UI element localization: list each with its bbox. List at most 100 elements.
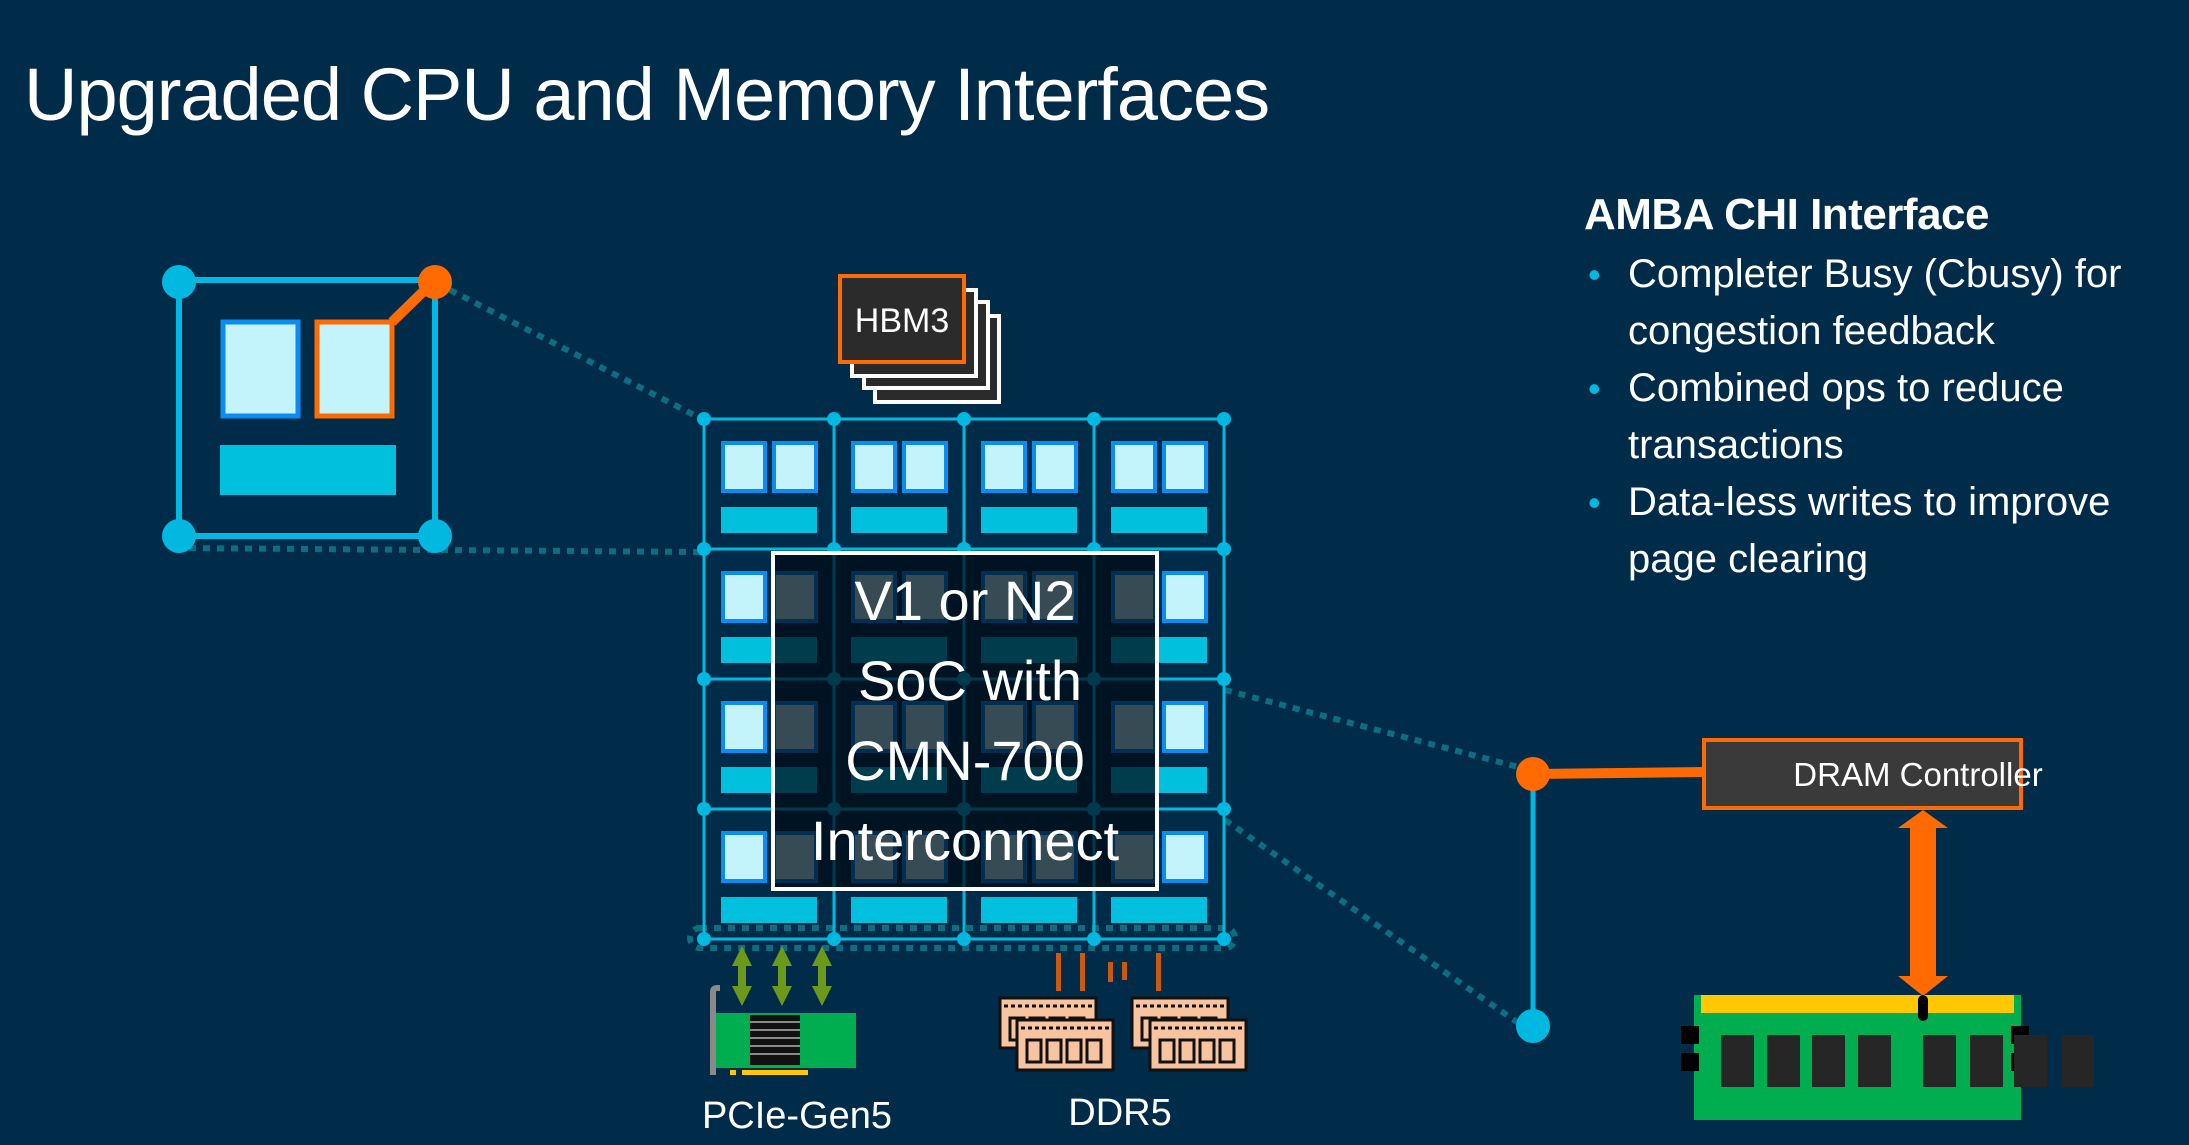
cache-block: [981, 897, 1077, 923]
core-block: [851, 441, 897, 493]
core-block: [981, 441, 1027, 493]
ddr5-icon: DDR5: [998, 953, 1248, 1134]
mesh-node: [162, 519, 196, 553]
mesh-node: [162, 265, 196, 299]
cache-block: [851, 507, 947, 533]
soc-label-line: Interconnect: [811, 809, 1120, 872]
feature-text: Data-less writes to improve page clearin…: [1628, 480, 2111, 581]
mesh-node: [827, 932, 841, 946]
magnified-tile: [162, 265, 452, 553]
connector-line: [1223, 817, 1542, 1041]
mesh-node: [697, 802, 711, 816]
core-block: [1162, 701, 1208, 753]
mesh-node: [1217, 672, 1231, 686]
dram-chip: [2014, 1035, 2047, 1087]
cache-block: [1111, 507, 1207, 533]
mesh-node-highlighted: [1516, 757, 1550, 791]
feature-text: Completer Busy (Cbusy) for congestion fe…: [1628, 252, 2122, 353]
amba-chi-panel: AMBA CHI Interface • Completer Busy (Cbus…: [1584, 190, 2184, 588]
soc-overlay: V1 or N2 SoC with CMN-700 Interconnect: [771, 551, 1159, 891]
mesh-node: [1087, 932, 1101, 946]
connector-line: [1224, 687, 1523, 771]
mesh-node: [827, 412, 841, 426]
dram-controller-section: DRAM Controller: [1516, 738, 2094, 1120]
dram-chip: [1812, 1035, 1845, 1087]
pcie-label: PCIe-Gen5: [702, 1095, 892, 1137]
dimm-icon: [1015, 1018, 1115, 1072]
mesh-node: [1217, 542, 1231, 556]
core-block: [721, 701, 767, 753]
mesh-node: [697, 542, 711, 556]
bullet-icon: •: [1588, 254, 1601, 295]
feature-list: • Completer Busy (Cbusy) for congestion f…: [1584, 246, 2184, 588]
dram-chip: [1923, 1035, 1956, 1087]
bullet-icon: •: [1588, 482, 1601, 523]
core-block: [1111, 441, 1157, 493]
mesh-node-highlighted: [418, 265, 452, 299]
core-block: [1162, 441, 1208, 493]
mesh-node: [1217, 412, 1231, 426]
core-block: [902, 441, 948, 493]
mesh-node: [697, 412, 711, 426]
mesh-tile: [851, 441, 948, 533]
mesh-node: [1516, 1009, 1550, 1043]
mesh-node: [1217, 802, 1231, 816]
dram-chip: [1721, 1035, 1754, 1087]
dram-controller-box: [1702, 738, 2023, 810]
dram-chip: [1767, 1035, 1800, 1087]
core-block: [1162, 831, 1208, 883]
core-block: [721, 831, 767, 883]
mesh-node: [957, 412, 971, 426]
amba-chi-heading: AMBA CHI Interface: [1584, 190, 1989, 239]
mesh-node: [1087, 412, 1101, 426]
cache-block: [981, 507, 1077, 533]
feature-item: • Completer Busy (Cbusy) for congestion f…: [1584, 246, 2184, 360]
ddr5-label: DDR5: [1068, 1092, 1171, 1134]
hbm3-stack: HBM3: [838, 274, 1001, 404]
bidirectional-arrow-icon: [1898, 810, 1948, 996]
dram-module-icon: [1681, 995, 2094, 1120]
core-block: [772, 441, 818, 493]
core-block-highlighted: [314, 319, 395, 419]
cache-block: [721, 897, 817, 923]
io-bus-outline: [687, 925, 1238, 951]
zoom-connectors: [174, 287, 1542, 1041]
bidirectional-arrow-icon: [772, 946, 792, 1006]
core-block: [721, 441, 767, 493]
core-block: [721, 571, 767, 623]
dram-chip: [1858, 1035, 1891, 1087]
connector-line: [448, 287, 702, 421]
feature-item: • Data-less writes to improve page cleari…: [1584, 474, 2184, 588]
pcie-card-icon: PCIe-Gen5: [702, 946, 892, 1137]
mesh-tile: [981, 441, 1078, 533]
soc-label-line: CMN-700: [845, 729, 1085, 792]
dram-chip: [2061, 1035, 2094, 1087]
soc-label-line: V1 or N2: [855, 569, 1076, 632]
hbm3-label: HBM3: [855, 302, 949, 340]
dram-chip: [1970, 1035, 2003, 1087]
mesh-tile: [1111, 441, 1208, 533]
mesh-node: [418, 519, 452, 553]
bidirectional-arrow-icon: [812, 946, 832, 1006]
dram-controller-label: DRAM Controller: [1793, 756, 2042, 793]
pcie-arrows: [732, 946, 832, 1006]
mesh-node: [957, 932, 971, 946]
feature-text: Combined ops to reduce transactions: [1628, 366, 2064, 467]
slide-title: Upgraded CPU and Memory Interfaces: [24, 53, 1270, 136]
cache-block: [220, 445, 396, 495]
mesh-node: [697, 672, 711, 686]
soc-label-line: SoC with: [858, 649, 1082, 712]
bidirectional-arrow-icon: [732, 946, 752, 1006]
cache-block: [721, 507, 817, 533]
connector-line: [174, 545, 701, 555]
mesh-node: [697, 932, 711, 946]
core-block: [220, 319, 301, 419]
ddr5-lines: [1056, 953, 1161, 991]
bullet-icon: •: [1588, 368, 1601, 409]
dimm-icon: [1148, 1018, 1248, 1072]
cache-block: [1111, 897, 1207, 923]
feature-item: • Combined ops to reduce transactions: [1584, 360, 2184, 474]
cache-block: [851, 897, 947, 923]
